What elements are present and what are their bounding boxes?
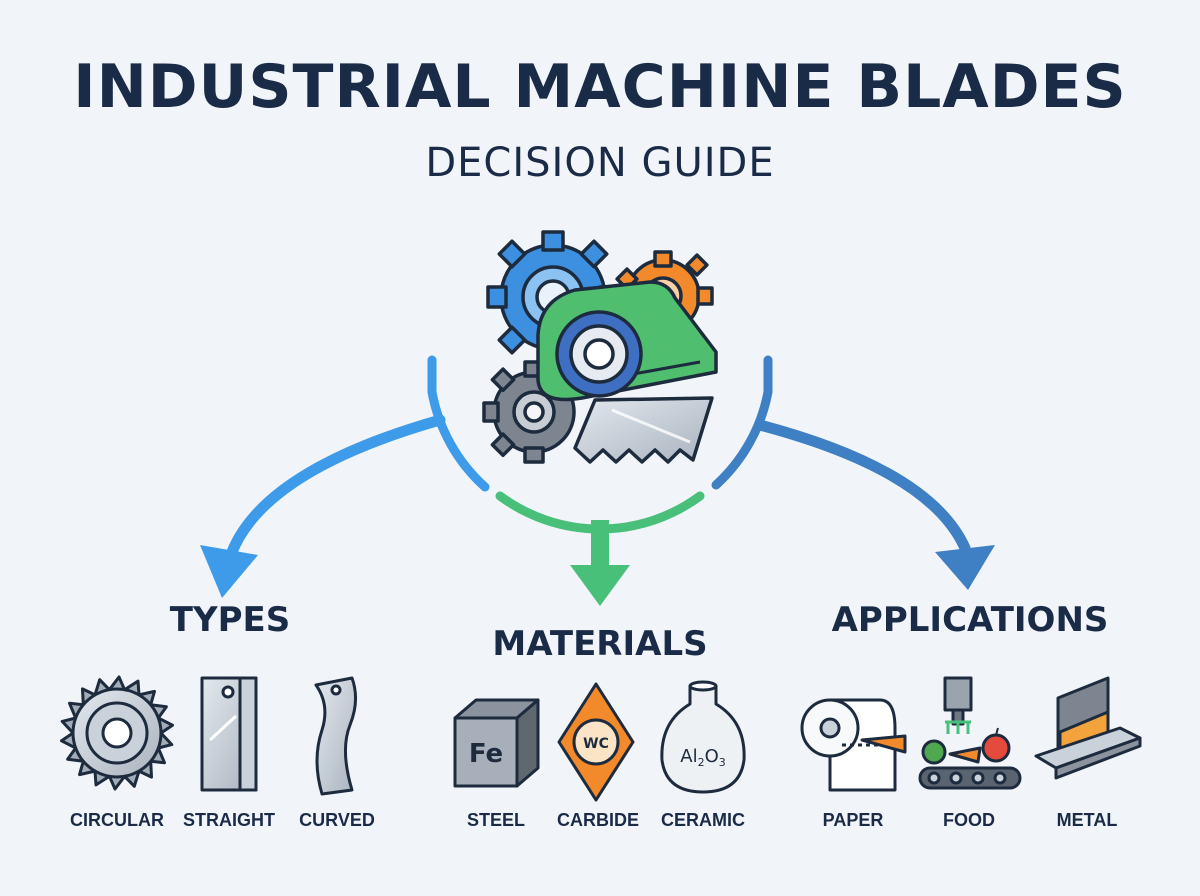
- label-straight: STRAIGHT: [183, 810, 275, 830]
- label-food: FOOD: [943, 810, 995, 830]
- paper-roll-icon: [800, 698, 907, 792]
- label-carbide: CARBIDE: [556, 810, 639, 830]
- metal-shear-icon: [1034, 676, 1142, 780]
- branch-arrow-materials: [570, 520, 630, 606]
- ceramic-vase-icon: Al2O3: [660, 680, 746, 794]
- page-title: INDUSTRIAL MACHINE BLADES: [73, 52, 1127, 122]
- steel-symbol: Fe: [469, 739, 503, 769]
- label-circular: CIRCULAR: [70, 810, 164, 830]
- straight-blade-icon: [200, 676, 258, 792]
- label-ceramic: CERAMIC: [661, 810, 745, 830]
- label-paper: PAPER: [822, 810, 884, 830]
- heading-types: TYPES: [169, 600, 291, 640]
- carbide-diamond-icon: WC: [557, 682, 635, 802]
- heading-materials: MATERIALS: [492, 624, 708, 664]
- label-steel: STEEL: [466, 810, 525, 830]
- arc-right-segment: [711, 355, 773, 490]
- label-curved: CURVED: [299, 810, 375, 830]
- branch-arrow-applications: [754, 419, 995, 590]
- branch-arrow-types: [200, 414, 446, 598]
- curved-blade-icon: [314, 676, 357, 796]
- label-metal: METAL: [1056, 810, 1118, 830]
- steel-cube-icon: Fe: [453, 698, 540, 788]
- saw-blade-icon: [573, 396, 714, 464]
- page-subtitle: DECISION GUIDE: [425, 140, 775, 186]
- carbide-symbol: WC: [583, 736, 609, 752]
- heading-applications: APPLICATIONS: [831, 600, 1109, 640]
- food-conveyor-icon: [918, 676, 1022, 790]
- circular-saw-blade-icon: [60, 675, 174, 791]
- arc-left-segment: [427, 355, 490, 492]
- ceramic-symbol: Al2O3: [680, 746, 726, 769]
- gears-and-blade-icon: [482, 230, 718, 464]
